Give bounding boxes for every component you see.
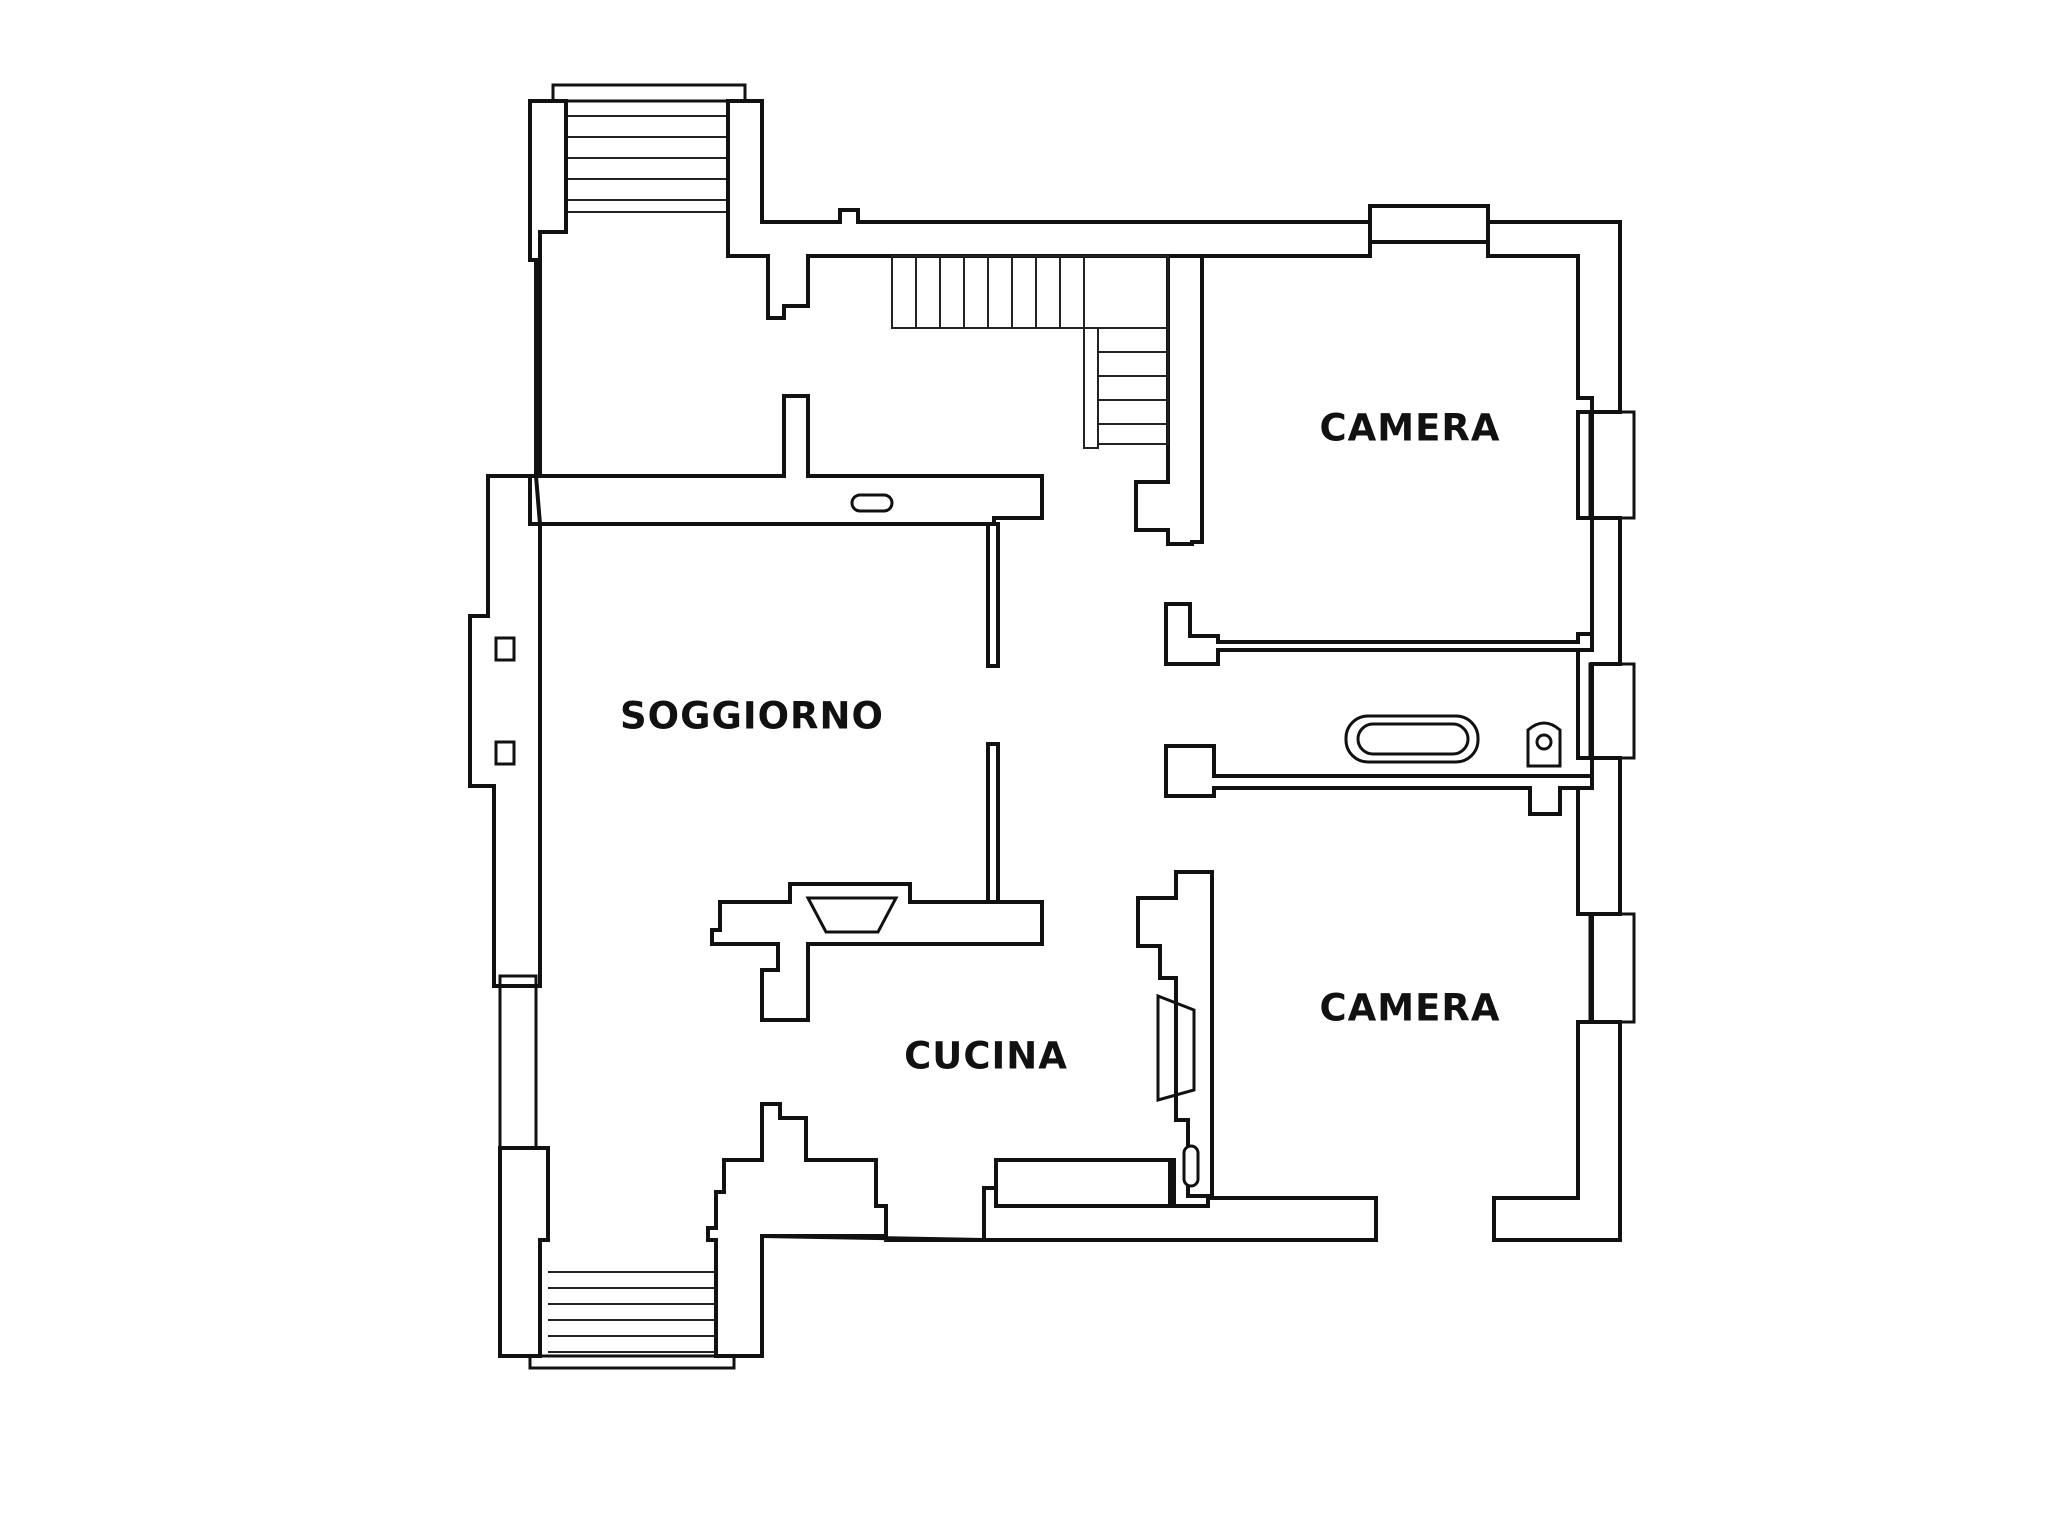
- kitchen-stove: [1156, 993, 1196, 1102]
- wall-bottom-tower-right: [706, 1102, 888, 1358]
- bottom-staircase: [548, 1271, 716, 1353]
- window-right-1: [1588, 410, 1636, 520]
- interior-walls: [533, 254, 1594, 1208]
- kitchen-radiator: [1182, 1144, 1200, 1188]
- fireplace: [805, 896, 899, 934]
- room-label-camera-top: CAMERA: [1319, 407, 1500, 450]
- wall-soggiorno-top: [533, 394, 1044, 526]
- wall-kitchen-counter: [994, 1158, 1172, 1208]
- room-label-cucina: CUCINA: [904, 1035, 1068, 1078]
- outer-walls: [468, 83, 1636, 1370]
- radiator-hall: [850, 493, 894, 513]
- toilet-bowl: [1535, 733, 1553, 751]
- wall-bathroom-top: [1164, 602, 1594, 666]
- bottom-stair-landing: [528, 1354, 736, 1370]
- internal-staircase: [891, 255, 1169, 449]
- top-stair-landing: [551, 83, 747, 103]
- wall-fireplace: [710, 882, 1044, 1022]
- top-staircase: [566, 115, 728, 213]
- wall-left-tower-top: [468, 99, 568, 988]
- wall-bathroom-bottom: [1164, 744, 1594, 816]
- window-marker-2: [494, 740, 516, 766]
- wall-left-tower-bottom: [498, 1146, 550, 1358]
- window-right-3: [1588, 912, 1636, 1024]
- window-marker-1: [494, 636, 516, 662]
- wall-soggiorno-right: [986, 522, 1000, 668]
- wall-soggiorno-right-lower: [986, 742, 1000, 904]
- wall-camera-bottom-left: [1136, 870, 1214, 1198]
- room-label-soggiorno: SOGGIORNO: [620, 695, 884, 738]
- wall-tower-right: [726, 99, 1372, 320]
- room-label-camera-bottom: CAMERA: [1319, 987, 1500, 1030]
- bathtub-inner: [1356, 722, 1470, 756]
- window-right-2: [1588, 662, 1636, 760]
- window-left-bottom: [498, 974, 538, 1150]
